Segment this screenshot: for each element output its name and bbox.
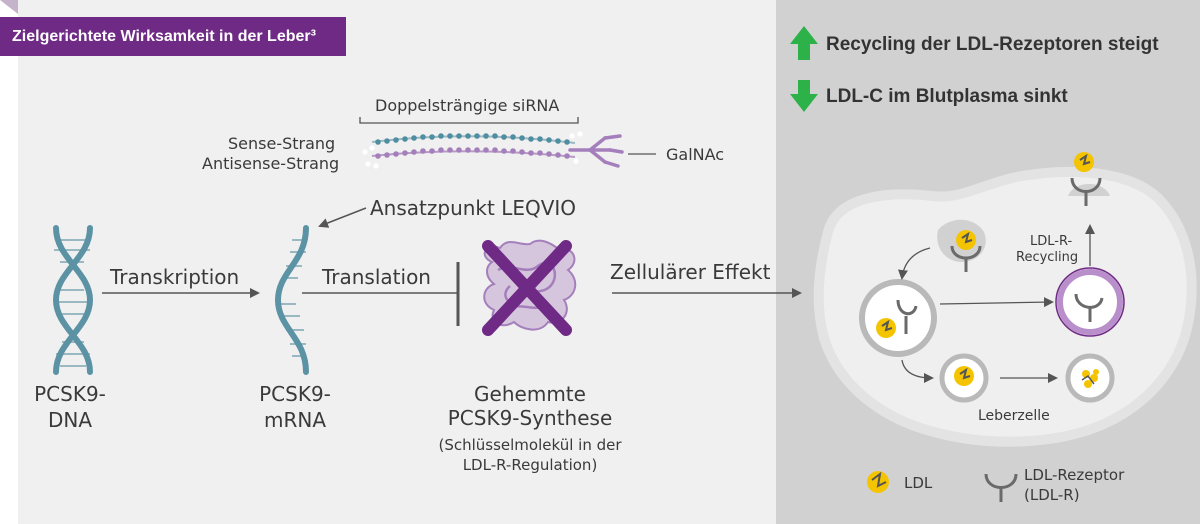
left-panel xyxy=(18,0,776,524)
recycling-vesicle-icon xyxy=(1055,267,1125,337)
mrna-label-line2: mRNA xyxy=(263,408,327,432)
sense-strand-label: Sense-Strang xyxy=(228,134,336,153)
corner-tab-icon xyxy=(0,0,18,14)
sirna-heading: Doppelsträngige siRNA xyxy=(375,96,560,115)
surface-ldl-receptor-icon xyxy=(1070,152,1102,206)
sirna-icon xyxy=(362,131,583,169)
synthesis-label-line1: Gehemmte xyxy=(474,382,586,406)
sirna-bracket xyxy=(359,117,579,124)
recycling-label-line2: Recycling xyxy=(1016,250,1079,265)
degraded-ldl-icon xyxy=(1065,353,1115,403)
endocytosis-arrow xyxy=(898,247,931,280)
effect-up-text: Recycling der LDL-Rezeptoren steigt xyxy=(826,34,1159,55)
dna-label-line1: PCSK9- xyxy=(34,382,106,406)
legend-receptor-label-line1: LDL-Rezeptor xyxy=(1024,466,1125,484)
liver-cell-label: Leberzelle xyxy=(978,408,1050,424)
transcription-label: Transkription xyxy=(110,265,240,289)
target-arrow xyxy=(318,207,367,228)
galnac-label: GalNAc xyxy=(666,145,725,164)
dna-label-line2: DNA xyxy=(47,408,93,432)
legend-receptor-icon xyxy=(984,473,1018,502)
recycling-label-line1: LDL-R- xyxy=(1030,234,1073,249)
lysosome-icon xyxy=(939,353,989,403)
page-title: Zielgerichtete Wirksamkeit in der Leber³ xyxy=(0,17,346,56)
antisense-strand-label: Antisense-Strang xyxy=(202,154,340,173)
arrow-up-icon xyxy=(790,26,818,60)
translation-label: Translation xyxy=(322,265,431,289)
effect-down-text: LDL-C im Blutplasma sinkt xyxy=(826,86,1068,107)
mrna-label-line1: PCSK9- xyxy=(259,382,331,406)
effect-label: Zellulärer Effekt xyxy=(610,260,771,284)
lysosome-arrow xyxy=(901,359,934,383)
synthesis-label-line4: LDL-R-Regulation) xyxy=(462,456,598,474)
dna-helix-icon xyxy=(52,225,94,375)
legend-ldl-label: LDL xyxy=(904,474,933,492)
endosome-icon xyxy=(859,279,937,357)
synthesis-label-line3: (Schlüsselmolekül in der xyxy=(438,436,622,454)
crossed-protein-icon xyxy=(482,239,577,336)
recycling-path-arrow xyxy=(939,297,1054,308)
ldl-particle-icon xyxy=(867,471,889,493)
galnac-icon xyxy=(568,134,624,168)
target-label: Ansatzpunkt LEQVIO xyxy=(370,196,577,220)
arrow-down-icon xyxy=(790,80,818,112)
legend-receptor-label-line2: (LDL-R) xyxy=(1024,486,1080,504)
ldl-receptor-icon xyxy=(950,230,982,272)
synthesis-label-line2: PCSK9-Synthese xyxy=(447,406,613,430)
mrna-helix-icon xyxy=(274,225,309,375)
